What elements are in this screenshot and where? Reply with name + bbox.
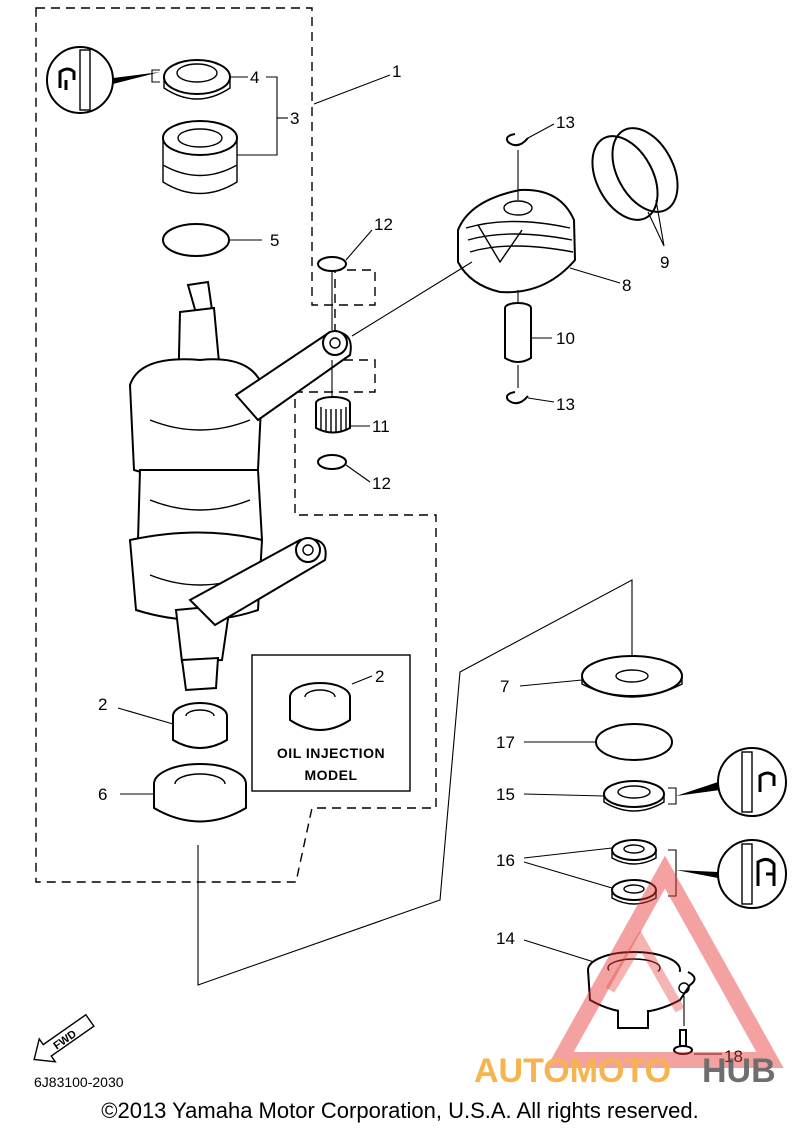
oil-injection-label-line1: OIL INJECTION bbox=[277, 745, 385, 761]
part-o-ring-17 bbox=[595, 723, 673, 761]
callout-leader-lines bbox=[117, 74, 722, 1055]
part-piston-ring-9a bbox=[591, 135, 659, 221]
oil-injection-label-line2: MODEL bbox=[304, 767, 357, 783]
seal-icon-bubble-top bbox=[46, 46, 160, 114]
callout-10: 10 bbox=[556, 329, 575, 348]
seal-icon-bubble-right-1 bbox=[668, 747, 787, 817]
part-crankshaft bbox=[128, 280, 264, 692]
part-needle-bearing-11 bbox=[315, 396, 351, 434]
callout-8: 8 bbox=[622, 276, 631, 295]
svg-text:HUB: HUB bbox=[702, 1052, 776, 1090]
diagram-code: 6J83100-2030 bbox=[34, 1074, 124, 1090]
part-clip-13-lower bbox=[505, 391, 529, 405]
part-screw-18 bbox=[673, 1029, 693, 1055]
part-washer-7 bbox=[581, 655, 683, 698]
part-piston-ring-9b bbox=[611, 127, 679, 213]
callout-16: 16 bbox=[496, 851, 515, 870]
lower-assembly-lines bbox=[197, 579, 633, 986]
part-clip-13-upper bbox=[505, 133, 529, 147]
part-o-ring-5 bbox=[162, 223, 230, 257]
callout-2: 2 bbox=[98, 695, 107, 714]
callout-1: 1 bbox=[392, 62, 401, 81]
part-connecting-rod-upper bbox=[234, 330, 352, 422]
part-piston-8 bbox=[457, 188, 577, 294]
callout-3: 3 bbox=[290, 109, 299, 128]
callout-13-upper: 13 bbox=[556, 113, 575, 132]
callout-2-inset: 2 bbox=[375, 667, 384, 686]
copyright-notice: ©2013 Yamaha Motor Corporation, U.S.A. A… bbox=[101, 1098, 699, 1123]
part-connecting-rod-lower bbox=[188, 537, 327, 627]
part-bearing-3 bbox=[162, 120, 238, 195]
callout-4: 4 bbox=[250, 68, 259, 87]
svg-text:AUTOMOTO: AUTOMOTO bbox=[474, 1052, 671, 1090]
part-oil-seal-4 bbox=[163, 59, 231, 100]
part-piston-pin-10 bbox=[504, 302, 532, 363]
callout-9: 9 bbox=[660, 253, 669, 272]
callout-12-upper: 12 bbox=[374, 215, 393, 234]
callout-14: 14 bbox=[496, 929, 515, 948]
callout-12-lower: 12 bbox=[372, 474, 391, 493]
part-ball-bearing-6 bbox=[153, 763, 247, 823]
seal-icon-bubble-right-2 bbox=[668, 839, 787, 909]
part-bearing-2 bbox=[172, 702, 228, 749]
callout-13-lower: 13 bbox=[556, 395, 575, 414]
callout-15: 15 bbox=[496, 785, 515, 804]
part-seal-16-lower bbox=[611, 879, 657, 905]
automotohub-watermark-logo: AUTOMOTO HUB bbox=[474, 855, 784, 1090]
part-oil-seal-15 bbox=[603, 780, 665, 812]
callout-17: 17 bbox=[496, 733, 515, 752]
callout-7: 7 bbox=[500, 677, 509, 696]
fwd-arrow: FWD bbox=[33, 1013, 95, 1063]
oil-injection-inset-box bbox=[251, 654, 411, 792]
callout-5: 5 bbox=[270, 231, 279, 250]
callout-6: 6 bbox=[98, 785, 107, 804]
part-washer-12-upper bbox=[317, 256, 347, 272]
callout-11: 11 bbox=[372, 417, 390, 436]
part-washer-12-lower bbox=[317, 454, 347, 470]
part-housing-14 bbox=[587, 951, 696, 1029]
part-seal-16-upper bbox=[611, 839, 657, 865]
part-bearing-2-oil-injection bbox=[289, 682, 351, 731]
assembly-boundary-dashed bbox=[35, 7, 437, 883]
callout-18: 18 bbox=[724, 1047, 743, 1066]
